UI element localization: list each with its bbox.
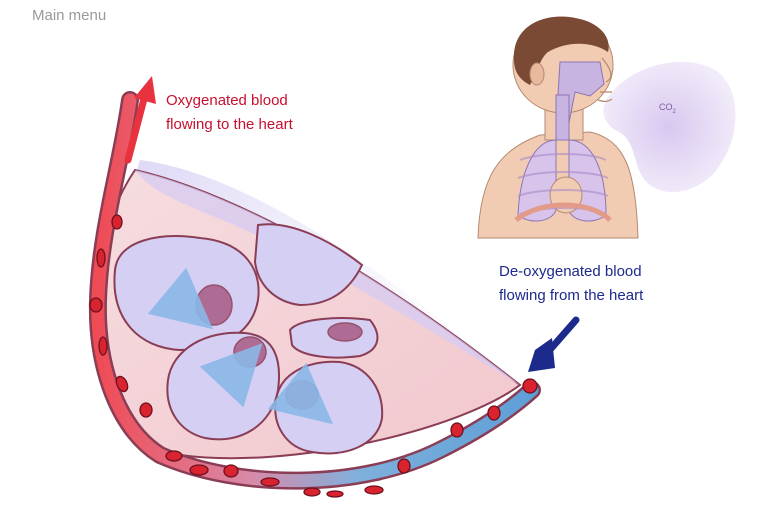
oxygenated-blood-label: Oxygenated blood flowing to the heart — [166, 89, 293, 137]
co2-label: CO2 — [659, 102, 677, 115]
alveolus — [274, 360, 384, 455]
oxygen-diffusion-arrows — [147, 267, 334, 425]
deoxygenated-label-line2: flowing from the heart — [499, 287, 644, 304]
co2-cloud — [603, 61, 736, 193]
deoxygenated-arrow — [528, 316, 580, 372]
oxygenated-arrow — [124, 76, 156, 164]
deoxygenated-label-line1: De-oxygenated blood — [499, 263, 642, 280]
deoxygenated-blood-label: De-oxygenated blood flowing from the hea… — [499, 260, 643, 308]
alveolus — [253, 223, 364, 307]
main-menu-link[interactable]: Main menu — [32, 7, 107, 24]
oxygenated-label-line1: Oxygenated blood — [166, 92, 288, 109]
red-blood-cells — [89, 214, 538, 498]
oxygenated-label-line2: flowing to the heart — [166, 116, 293, 133]
person-illustration — [477, 16, 639, 239]
